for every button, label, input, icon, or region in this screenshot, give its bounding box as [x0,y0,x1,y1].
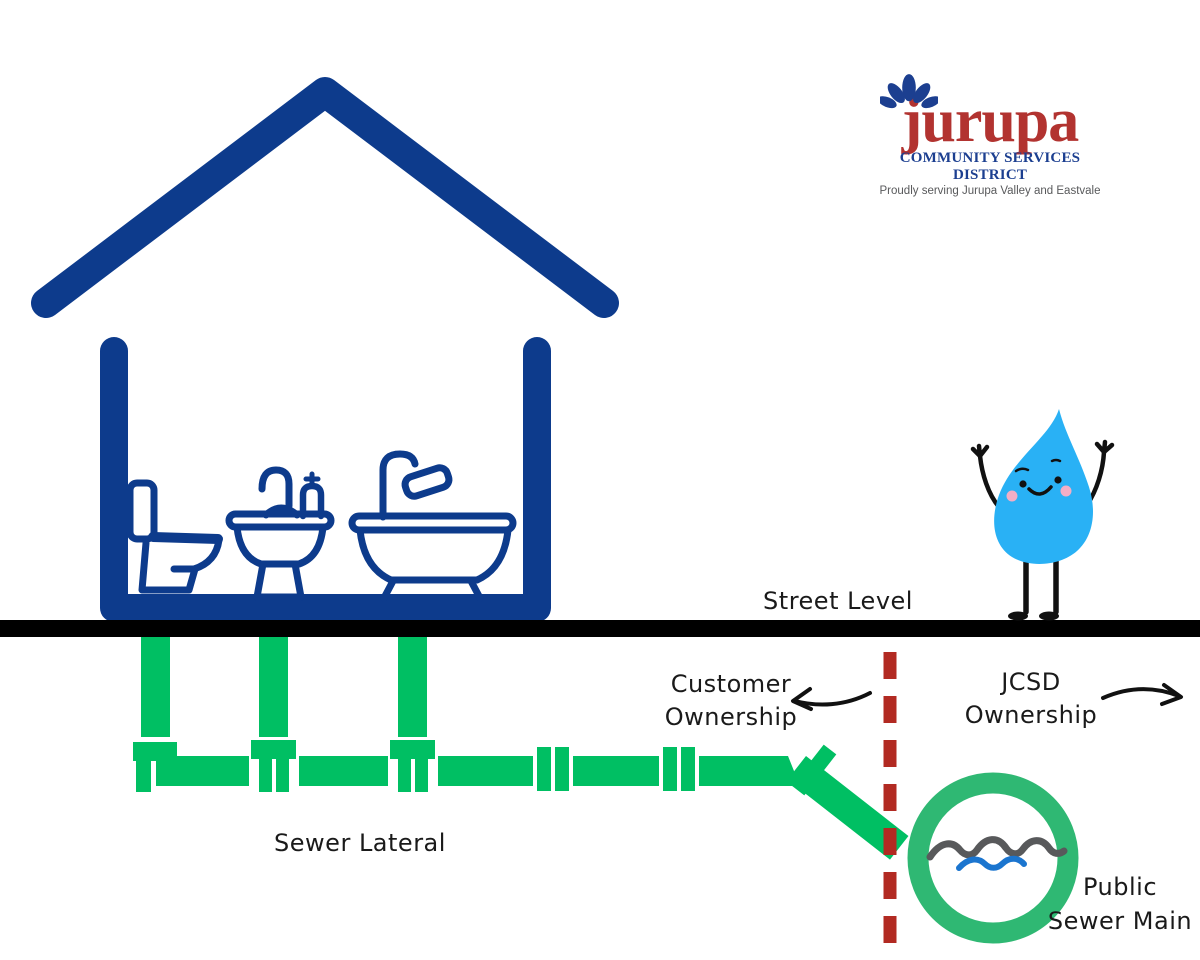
pipe-tee-fitting [251,740,296,792]
logo-tagline: Proudly serving Jurupa Valley and Eastva… [879,185,1101,197]
water-drop-body [994,409,1093,564]
street-level-line [0,620,1200,637]
downpipe-sink [259,637,288,737]
downpipe-toilet [141,637,170,737]
gray-wave-icon [926,836,1068,861]
public-sewer-main-label: Public Sewer Main [1047,873,1193,935]
petal-spray-icon [880,74,938,109]
logo-subtitle: COMMUNITY SERVICES DISTRICT [899,150,1081,183]
sewer-lateral-pipes [133,637,909,860]
customer-ownership-label: Customer Ownership [664,670,798,731]
pipe-tee-fitting [390,740,435,792]
jcsd-ownership-label: JCSD Ownership [964,668,1098,729]
downpipe-bathtub [398,637,427,737]
water-drop-mascot [970,409,1115,621]
sink-icon [225,466,335,601]
diagonal-pipe [787,756,909,860]
toilet-icon [126,479,223,594]
right-arrow-icon [1101,683,1183,706]
street-level-label: Street Level [763,587,913,615]
sewer-lateral-label: Sewer Lateral [274,829,446,857]
house-outline-icon [31,77,619,622]
sewer-main-circle-icon [907,772,1079,944]
bathtub-icon [348,450,517,602]
jurupa-logo: jurupa COMMUNITY SERVICES DISTRICT Proud… [868,70,1112,198]
blue-wave-icon [956,855,1027,871]
left-arrow-icon [791,687,872,711]
pipe-coupling [537,747,569,791]
pipe-coupling [663,747,695,791]
